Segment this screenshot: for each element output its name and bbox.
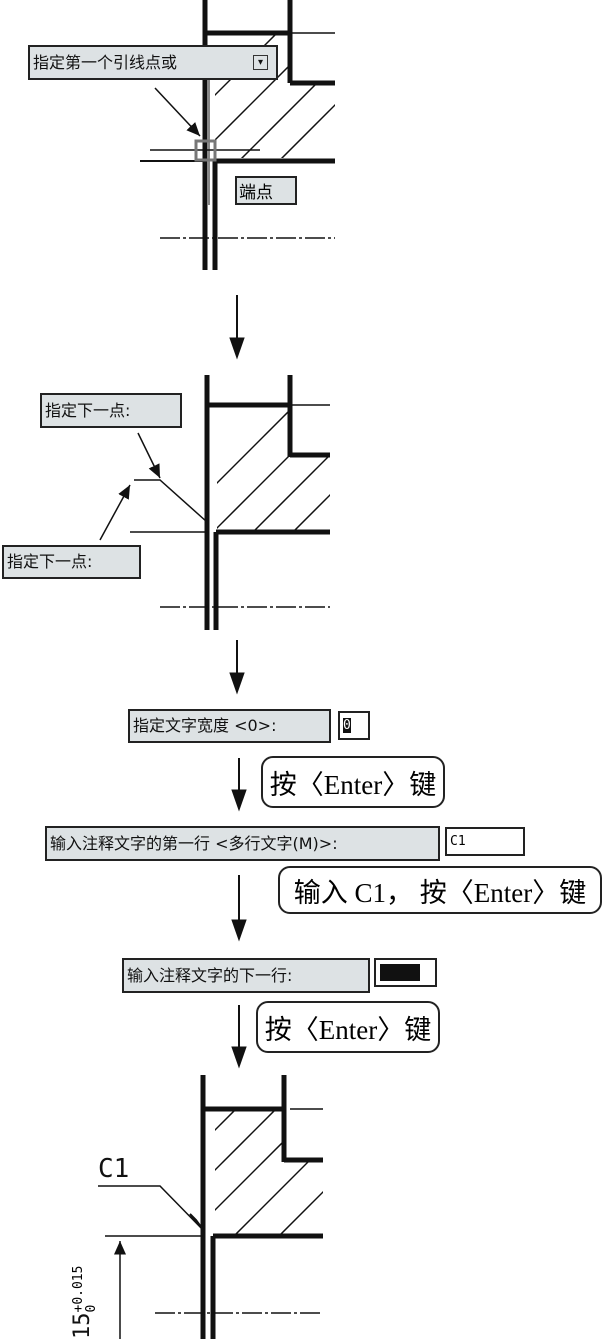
flow-arrow: [229, 295, 245, 360]
press-enter-callout-2: 按〈Enter〉键: [256, 1001, 440, 1053]
snap-marker-icon: [194, 139, 217, 162]
flow-arrow: [231, 1005, 247, 1069]
input-value: 0: [343, 718, 351, 733]
panel-first-leader-point: [140, 0, 335, 270]
text-width-input[interactable]: 0: [338, 711, 370, 740]
leader-text-c1: C1: [98, 1154, 130, 1184]
prompt-text: 指定第一个引线点或: [33, 52, 178, 72]
first-leader-point-prompt: 指定第一个引线点或 ▾: [28, 45, 278, 80]
annotation-text-input[interactable]: C1: [445, 827, 525, 856]
dropdown-arrow-icon[interactable]: ▾: [253, 55, 268, 70]
endpoint-snap-tooltip: 端点: [235, 176, 297, 205]
flow-arrow: [231, 758, 247, 812]
tolerance-upper: +0.015: [70, 1265, 86, 1313]
next-point-prompt-lower: 指定下一点:: [2, 545, 141, 579]
dimension-base: 15: [70, 1312, 95, 1339]
panel-next-point: [99, 375, 330, 630]
panel-result: [98, 1075, 323, 1339]
press-enter-callout-1: 按〈Enter〉键: [261, 756, 445, 808]
flow-arrow: [229, 640, 245, 695]
input-cursor: [380, 964, 420, 981]
input-c1-callout: 输入 C1， 按〈Enter〉键: [278, 866, 602, 914]
text-width-prompt: 指定文字宽度 <0>:: [128, 709, 331, 743]
flow-arrow: [231, 875, 247, 942]
next-line-input[interactable]: [374, 958, 437, 987]
next-point-prompt-upper: 指定下一点:: [40, 393, 182, 428]
tolerance-lower: 0: [83, 1304, 99, 1313]
first-annotation-line-prompt: 输入注释文字的第一行 <多行文字(M)>:: [45, 826, 440, 861]
next-annotation-line-prompt: 输入注释文字的下一行:: [122, 958, 370, 993]
